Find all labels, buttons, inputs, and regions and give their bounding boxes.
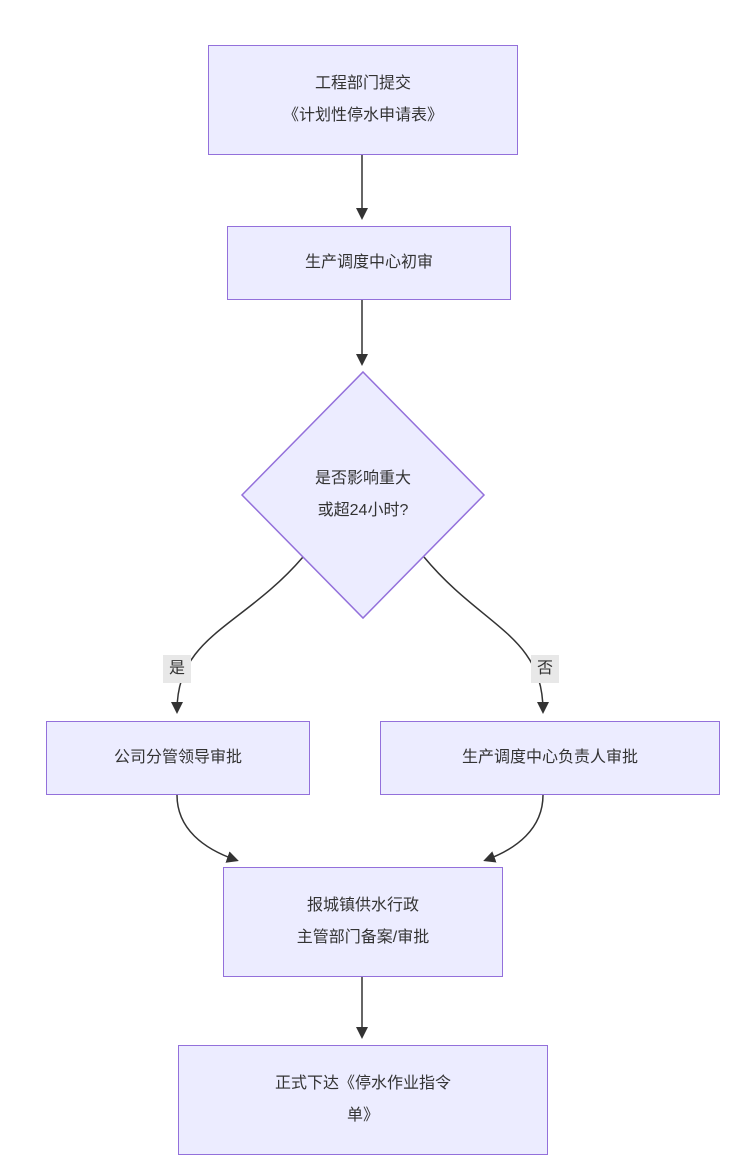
node-issue-order: 正式下达《停水作业指令 单》 <box>178 1045 548 1155</box>
node-report-authority-label: 报城镇供水行政 主管部门备案/审批 <box>296 897 430 946</box>
node-dispatch-head-approval-label: 生产调度中心负责人审批 <box>461 749 638 766</box>
node-submit-application-label: 工程部门提交 《计划性停水申请表》 <box>282 75 443 124</box>
node-dispatch-center-review-label: 生产调度中心初审 <box>304 254 433 271</box>
node-dispatch-head-approval: 生产调度中心负责人审批 <box>380 721 720 795</box>
node-issue-order-label: 正式下达《停水作业指令 单》 <box>274 1075 451 1124</box>
edge-label-no: 否 <box>530 655 560 683</box>
decision-diamond-shape <box>240 370 486 620</box>
node-report-authority: 报城镇供水行政 主管部门备案/审批 <box>223 867 503 977</box>
node-submit-application: 工程部门提交 《计划性停水申请表》 <box>208 45 518 155</box>
edge-leader-to-report <box>176 794 239 863</box>
node-company-leader-approval-label: 公司分管领导审批 <box>113 749 242 766</box>
node-dispatch-center-review: 生产调度中心初审 <box>227 226 511 300</box>
edge-dispatch-head-to-report <box>483 794 544 863</box>
edge-decision-no <box>423 556 549 714</box>
edge-decision-yes <box>171 556 304 714</box>
node-company-leader-approval: 公司分管领导审批 <box>46 721 310 795</box>
edge-label-yes: 是 <box>162 655 192 683</box>
